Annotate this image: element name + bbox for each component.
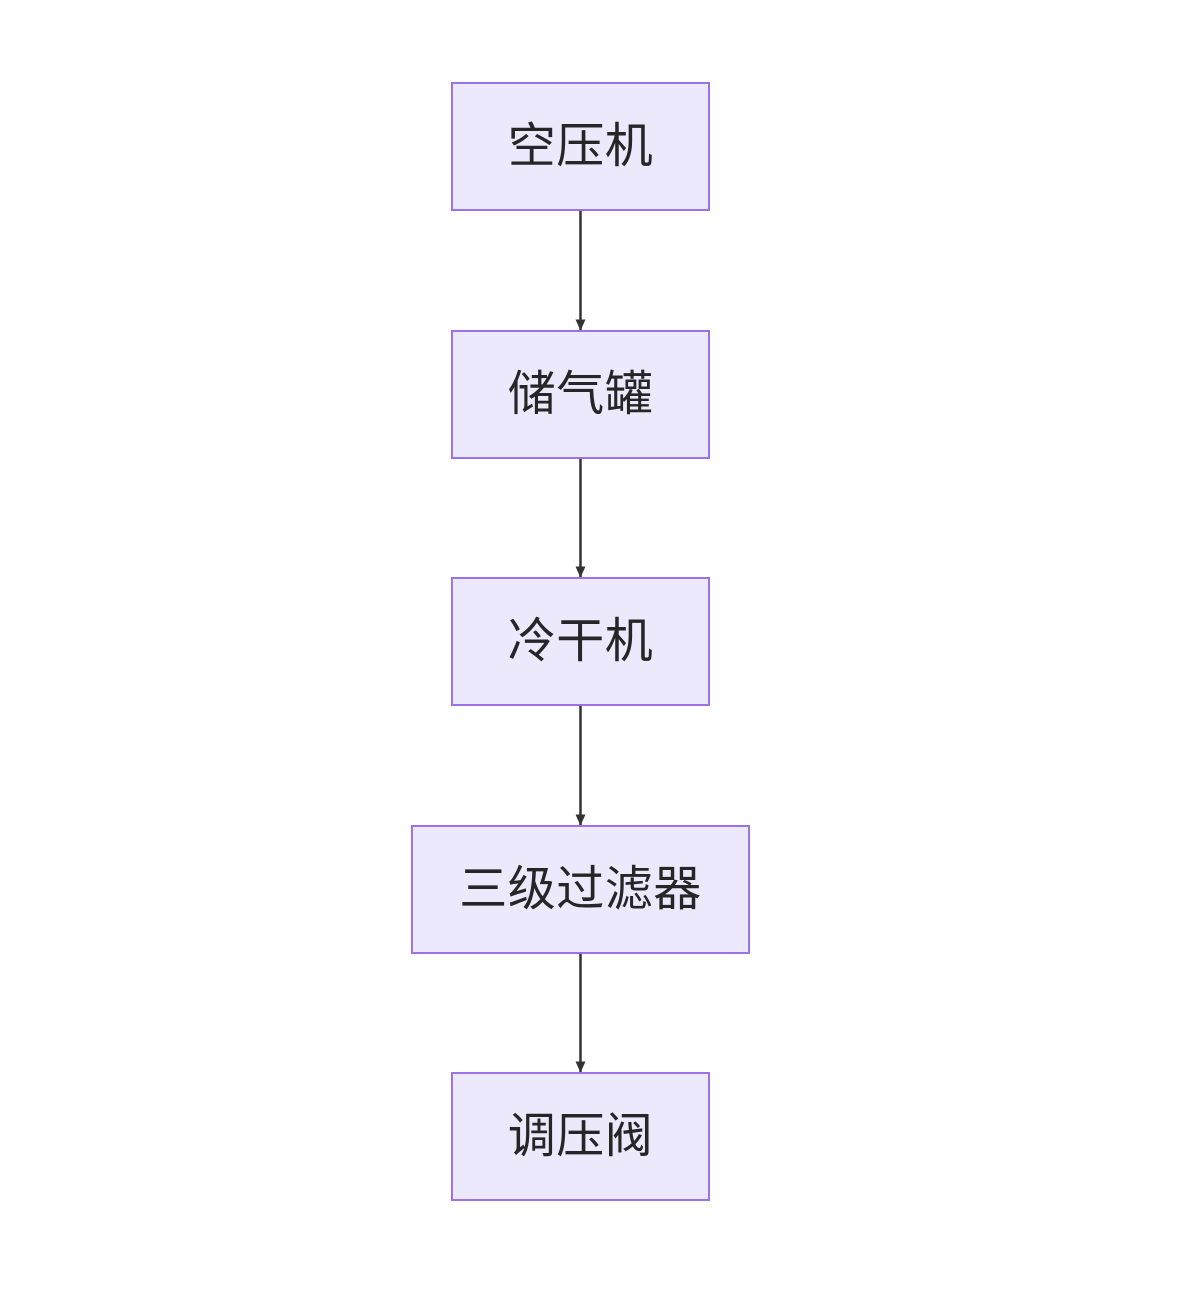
node-label-air-compressor: 空压机	[507, 119, 654, 173]
flowchart-node-pressure-regulator[interactable]: 调压阀	[451, 1072, 710, 1201]
node-label-refrigerated-dryer: 冷干机	[507, 614, 654, 668]
node-label-air-tank: 储气罐	[507, 367, 654, 421]
flowchart-node-three-stage-filter[interactable]: 三级过滤器	[411, 825, 750, 954]
node-label-three-stage-filter: 三级过滤器	[459, 862, 702, 916]
flowchart-node-refrigerated-dryer[interactable]: 冷干机	[451, 577, 710, 706]
node-label-pressure-regulator: 调压阀	[507, 1109, 654, 1163]
flowchart-node-air-tank[interactable]: 储气罐	[451, 330, 710, 459]
flowchart-node-air-compressor[interactable]: 空压机	[451, 82, 710, 211]
